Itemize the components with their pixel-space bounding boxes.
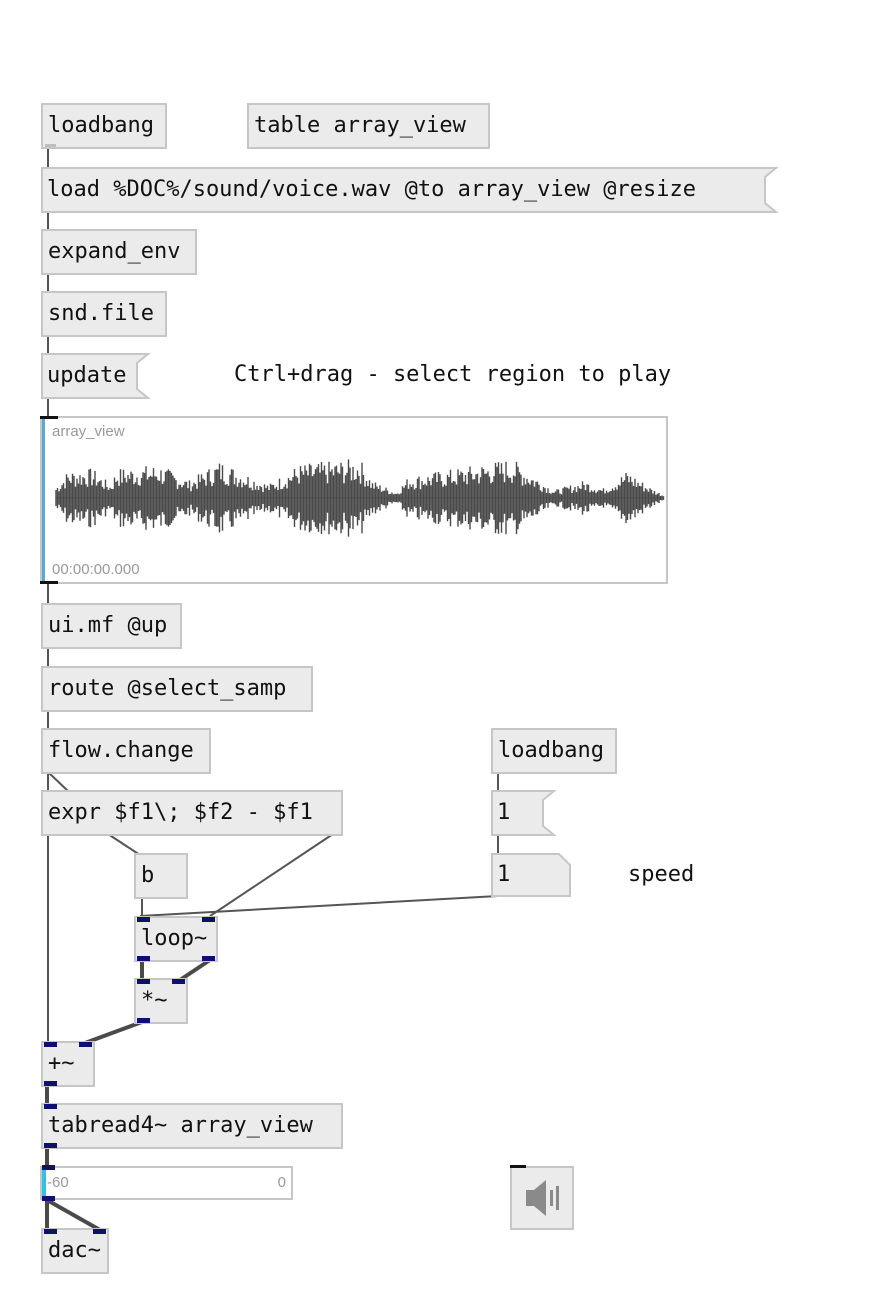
loop-label: loop~ [141,926,208,951]
array-inlet-port[interactable] [40,416,58,419]
bang-object[interactable]: b [134,853,188,899]
snd-file-object[interactable]: snd.file [41,291,167,337]
route-object[interactable]: route @select_samp [41,666,313,712]
add-label: +~ [48,1051,75,1076]
expr-object[interactable]: expr $f1\; $f2 - $f1 [41,790,343,836]
loadbang-object[interactable]: loadbang [41,103,167,149]
one-message-label: 1 [497,800,511,825]
select-region-comment: Ctrl+drag - select region to play [234,362,672,387]
speaker-icon [526,1180,559,1216]
route-label: route @select_samp [48,676,287,701]
waveform-plot [55,459,665,537]
load-message[interactable]: load %DOC%/sound/voice.wav @to array_vie… [41,167,779,213]
loadbang-label: loadbang [48,113,154,138]
dac-object[interactable]: dac~ [41,1228,109,1274]
ui-mf-object[interactable]: ui.mf @up [41,603,182,649]
signal-inlet-port[interactable] [172,979,185,984]
gain-min-label: -60 [47,1174,69,1191]
dac-label: dac~ [48,1238,101,1263]
array-selection-cursor[interactable] [42,418,45,582]
signal-outlet-port[interactable] [44,1143,57,1148]
array-time-label: 00:00:00.000 [52,561,140,578]
signal-inlet-port[interactable] [79,1042,92,1047]
signal-inlet-port[interactable] [44,1229,57,1234]
multiply-object[interactable]: *~ [134,978,188,1024]
array-outlet-port[interactable] [40,581,58,584]
table-object[interactable]: table array_view [247,103,490,149]
expand-env-object[interactable]: expand_env [41,229,197,275]
message-box-shape [491,790,557,836]
signal-outlet-port[interactable] [137,1018,150,1023]
expr-label: expr $f1\; $f2 - $f1 [48,800,313,825]
table-label: table array_view [254,113,466,138]
signal-outlet-port[interactable] [137,956,150,961]
update-message[interactable]: update [41,353,151,399]
array-name-label: array_view [52,423,125,440]
gain-max-label: 0 [277,1174,286,1191]
gain-slider[interactable]: -60 0 [40,1166,293,1200]
dsp-toggle-button[interactable] [510,1166,574,1230]
tabread-object[interactable]: tabread4~ array_view [41,1103,343,1149]
ui-mf-label: ui.mf @up [48,613,168,638]
speed-comment: speed [628,862,695,887]
loadbang-object-2[interactable]: loadbang [491,728,617,774]
signal-inlet-port[interactable] [202,917,215,922]
gain-slider-knob[interactable] [42,1168,46,1198]
signal-inlet-port[interactable] [93,1229,106,1234]
message-box-shape [41,353,151,399]
multiply-label: *~ [141,988,168,1013]
speaker-inlet-port[interactable] [510,1165,526,1168]
signal-outlet-port[interactable] [42,1196,55,1201]
message-box-shape [41,167,779,213]
signal-inlet-port[interactable] [44,1104,57,1109]
flow-change-object[interactable]: flow.change [41,728,211,774]
signal-inlet-port[interactable] [137,979,150,984]
update-message-label: update [47,363,127,388]
load-message-label: load %DOC%/sound/voice.wav @to array_vie… [47,177,697,202]
array-view-display[interactable]: array_view 00:00:00.000 [40,416,668,584]
snd-file-label: snd.file [48,301,154,326]
loop-object[interactable]: loop~ [134,916,218,962]
flow-change-label: flow.change [48,738,194,763]
one-message[interactable]: 1 [491,790,557,836]
add-object[interactable]: +~ [41,1041,95,1087]
bang-label: b [141,863,155,888]
signal-inlet-port[interactable] [44,1042,57,1047]
speed-number-box[interactable]: 1 [491,853,571,899]
tabread-label: tabread4~ array_view [48,1113,313,1138]
loadbang-2-label: loadbang [498,738,604,763]
outlet-port[interactable] [45,144,56,147]
number-box-shape [491,853,571,897]
signal-inlet-port[interactable] [42,1165,55,1170]
signal-outlet-port[interactable] [44,1081,57,1086]
expand-env-label: expand_env [48,239,181,264]
signal-inlet-port[interactable] [137,917,150,922]
signal-outlet-port[interactable] [202,956,215,961]
speed-number-value: 1 [497,862,511,887]
